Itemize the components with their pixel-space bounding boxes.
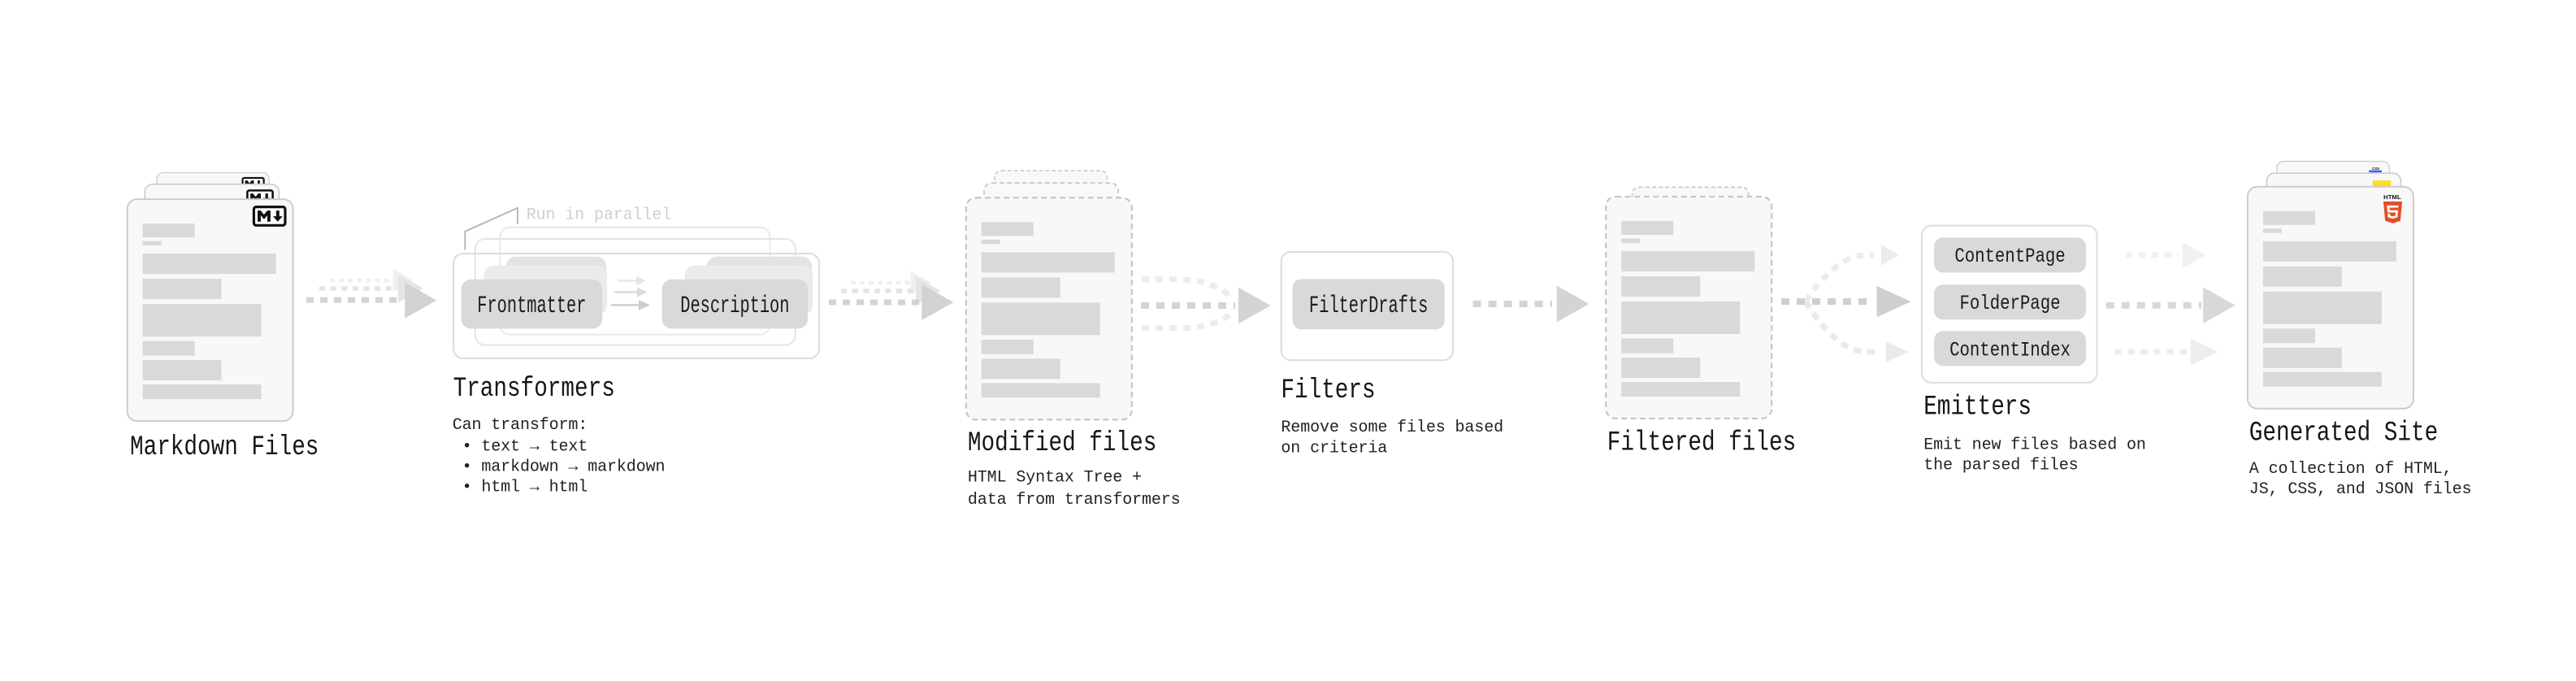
svg-text:data from transformers: data from transformers — [968, 491, 1181, 510]
svg-text:• html → html: • html → html — [462, 478, 588, 497]
svg-text:Emitters: Emitters — [1923, 392, 2032, 423]
svg-text:Can transform:: Can transform: — [453, 416, 588, 435]
svg-text:JS, CSS, and JSON files: JS, CSS, and JSON files — [2249, 480, 2472, 499]
svg-text:CSS: CSS — [2372, 167, 2379, 171]
svg-text:on criteria: on criteria — [1281, 439, 1387, 458]
svg-text:Filters: Filters — [1281, 375, 1375, 406]
svg-text:ContentPage: ContentPage — [1954, 245, 2065, 267]
svg-text:Modified files: Modified files — [968, 428, 1156, 459]
svg-text:• markdown → markdown: • markdown → markdown — [462, 458, 666, 476]
svg-text:Frontmatter: Frontmatter — [477, 292, 586, 319]
svg-text:Markdown Files: Markdown Files — [130, 432, 319, 462]
svg-text:the parsed files: the parsed files — [1923, 457, 2078, 475]
svg-text:Emit new files based on: Emit new files based on — [1923, 436, 2146, 454]
svg-text:Remove some files based: Remove some files based — [1281, 419, 1503, 437]
svg-text:Description: Description — [680, 292, 789, 319]
svg-text:HTML Syntax Tree +: HTML Syntax Tree + — [968, 469, 1142, 488]
svg-text:Generated Site: Generated Site — [2249, 418, 2438, 449]
svg-text:Filtered files: Filtered files — [1607, 427, 1796, 458]
svg-text:• text → text: • text → text — [462, 438, 588, 457]
svg-text:Run in parallel: Run in parallel — [527, 206, 672, 224]
svg-text:ContentIndex: ContentIndex — [1949, 339, 2071, 362]
svg-text:A collection of HTML,: A collection of HTML, — [2249, 460, 2452, 479]
svg-text:HTML: HTML — [2383, 193, 2401, 201]
svg-text:FilterDrafts: FilterDrafts — [1309, 292, 1428, 319]
svg-text:FolderPage: FolderPage — [1960, 292, 2061, 314]
svg-text:Transformers: Transformers — [453, 374, 615, 405]
